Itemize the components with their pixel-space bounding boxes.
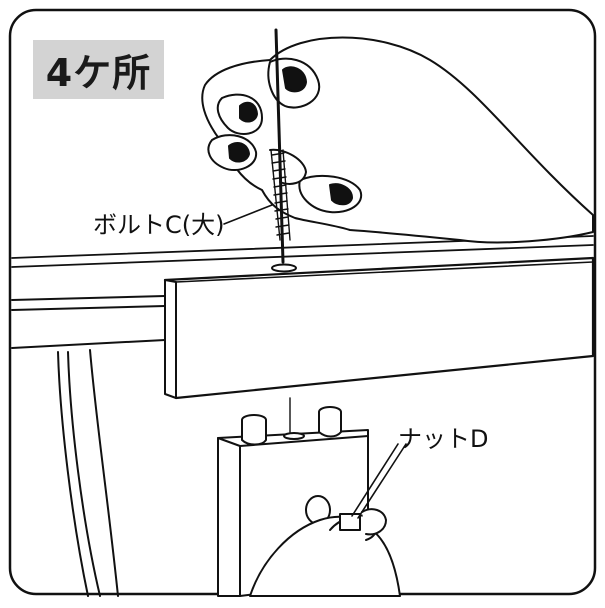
bolt-hole: [271, 263, 297, 273]
count-badge-text: 4ケ所: [45, 51, 152, 95]
lower-hand: [249, 508, 401, 597]
bolt-label: ボルトC(大): [93, 211, 225, 239]
count-badge: 4ケ所: [33, 40, 164, 99]
bolt: [270, 28, 291, 264]
upper-hand: [201, 36, 594, 244]
side-board: [11, 295, 166, 597]
front-beam: [163, 256, 595, 400]
nut-callout-line: [351, 443, 399, 517]
bolt-callout-line: [223, 204, 273, 225]
nut-label: ナットD: [398, 425, 489, 453]
